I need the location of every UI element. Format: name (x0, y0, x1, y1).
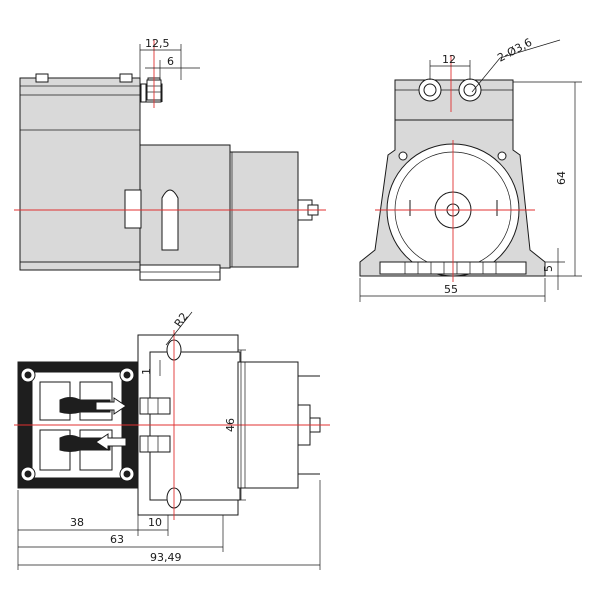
dim-12-5: 12,5 (145, 37, 170, 50)
side-view: 12,5 6 (14, 37, 326, 281)
front-view: 12 2-Ø3,6 64 5 55 (359, 36, 582, 302)
dim-5: 5 (542, 265, 555, 272)
dim-12: 12 (442, 53, 456, 66)
dim-46: 46 (224, 418, 237, 432)
dim-63: 63 (110, 533, 124, 546)
vent-slots (404, 262, 497, 274)
dim-93-49: 93,49 (150, 551, 182, 564)
dim-2-phi-3-6: 2-Ø3,6 (495, 36, 534, 65)
dim-38: 38 (70, 516, 84, 529)
dim-6: 6 (167, 55, 174, 68)
dim-10: 10 (148, 516, 162, 529)
dim-R2: R2 (172, 310, 191, 329)
top-view: R2 1 46 38 10 63 93,49 (14, 310, 330, 570)
dim-64: 64 (555, 171, 568, 185)
dim-55: 55 (444, 283, 458, 296)
dim-1: 1 (140, 368, 153, 375)
